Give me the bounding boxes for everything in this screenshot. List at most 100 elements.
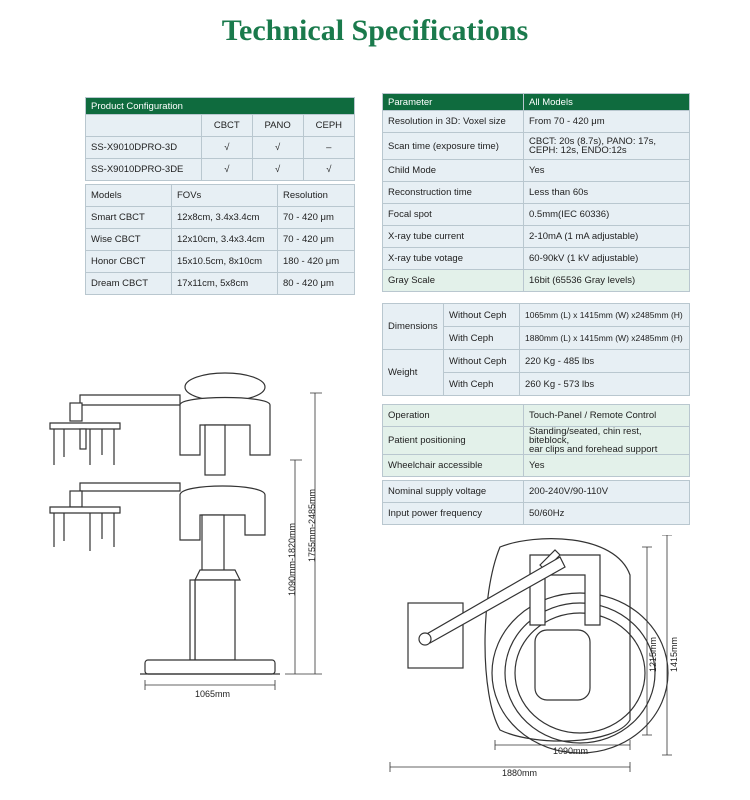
config-model: SS-X9010DPRO-3D	[85, 136, 202, 159]
table-row: Nominal supply voltage 200-240V/90-110V	[382, 480, 690, 503]
param-key: Child Mode	[382, 159, 524, 182]
dim-with-value: 1880mm (L) x 1415mm (W) x2485mm (H)	[519, 326, 690, 350]
product-config-header: Product Configuration	[85, 97, 355, 115]
param-key: Scan time (exposure time)	[382, 132, 524, 160]
fov-resolution: 70 - 420 μm	[277, 228, 355, 251]
param-value-line: CBCT: 20s (8.7s), PANO: 17s,	[529, 136, 657, 147]
fov-value: 15x10.5cm, 8x10cm	[171, 250, 278, 273]
product-configuration-table: Product Configuration CBCT PANO CEPH SS-…	[85, 97, 356, 181]
param-value: 60-90kV (1 kV adjustable)	[523, 247, 690, 270]
col-cbct: CBCT	[201, 114, 253, 137]
table-row: Focal spot 0.5mm(IEC 60336)	[382, 203, 690, 226]
fov-header-resolution: Resolution	[277, 184, 355, 207]
config-check: √	[302, 158, 356, 181]
config-model: SS-X9010DPRO-3DE	[85, 158, 202, 181]
param-value: 0.5mm(IEC 60336)	[523, 203, 690, 226]
without-ceph-label: Without Ceph	[443, 303, 520, 327]
col-ceph: CEPH	[302, 114, 356, 137]
gray-scale-table: Gray Scale 16bit (65536 Gray levels)	[382, 269, 690, 292]
config-check: √	[201, 158, 253, 181]
table-row: Reconstruction time Less than 60s	[382, 181, 690, 204]
config-corner-cell	[85, 114, 202, 137]
op-value: Standing/seated, chin rest, biteblock, e…	[523, 426, 690, 455]
top-inner-width-label: 1090mm	[553, 746, 589, 756]
fov-model: Honor CBCT	[85, 250, 172, 273]
param-value: 2-10mA (1 mA adjustable)	[523, 225, 690, 248]
table-row: Resolution in 3D: Voxel size From 70 - 4…	[382, 110, 690, 133]
dimensions-label: Dimensions	[382, 303, 444, 350]
config-check: √	[251, 136, 304, 159]
without-ceph-label: Without Ceph	[443, 349, 520, 373]
col-pano: PANO	[251, 114, 304, 137]
op-value-line: ear clips and forehead support	[529, 444, 658, 455]
fov-value: 12x10cm, 3.4x3.4cm	[171, 228, 278, 251]
param-key: X-ray tube current	[382, 225, 524, 248]
page-title: Technical Specifications	[221, 14, 529, 47]
top-depth-outer-label: 1415mm	[669, 636, 679, 672]
fov-header-models: Models	[85, 184, 172, 207]
table-row: Operation Touch-Panel / Remote Control	[382, 404, 690, 427]
param-value: Yes	[523, 159, 690, 182]
param-value: CBCT: 20s (8.7s), PANO: 17s, CEPH: 12s, …	[523, 132, 690, 160]
param-key: X-ray tube votage	[382, 247, 524, 270]
op-key: Operation	[382, 404, 524, 427]
fov-resolution: 70 - 420 μm	[277, 206, 355, 229]
fov-model: Dream CBCT	[85, 272, 172, 295]
param-value-line: CEPH: 12s, ENDO:12s	[529, 145, 627, 156]
table-row: Wheelchair accessible Yes	[382, 454, 690, 477]
op-value: Yes	[523, 454, 690, 477]
fov-model: Wise CBCT	[85, 228, 172, 251]
all-models-header: All Models	[523, 93, 690, 111]
config-check: √	[251, 158, 304, 181]
table-row: Patient positioning Standing/seated, chi…	[382, 426, 690, 455]
table-row: SS-X9010DPRO-3DE √ √ √	[85, 158, 356, 181]
dimensions-table: Dimensions Without Ceph 1065mm (L) x 141…	[382, 303, 690, 396]
table-row: Input power frequency 50/60Hz	[382, 502, 690, 525]
op-key: Wheelchair accessible	[382, 454, 524, 477]
side-view-drawing	[49, 372, 322, 690]
power-table: Nominal supply voltage 200-240V/90-110V …	[382, 480, 690, 525]
fov-value: 12x8cm, 3.4x3.4cm	[171, 206, 278, 229]
table-row: SS-X9010DPRO-3D √ √ –	[85, 136, 356, 159]
op-key: Patient positioning	[382, 426, 524, 455]
power-value: 50/60Hz	[523, 502, 690, 525]
fov-resolution: 80 - 420 μm	[277, 272, 355, 295]
param-header: Parameter	[382, 93, 524, 111]
table-row: Dream CBCT 17x11cm, 5x8cm 80 - 420 μm	[85, 272, 355, 295]
side-height-short-label: 1090mm-1820mm	[287, 522, 297, 596]
wt-with-value: 260 Kg - 573 lbs	[519, 372, 690, 396]
with-ceph-label: With Ceph	[443, 326, 520, 350]
fov-table: Models FOVs Resolution Smart CBCT 12x8cm…	[85, 184, 355, 295]
op-value-line: Standing/seated, chin rest, biteblock,	[529, 426, 642, 446]
fov-header-fovs: FOVs	[171, 184, 278, 207]
weight-label: Weight	[382, 349, 444, 396]
config-check: –	[302, 136, 356, 159]
side-width-label: 1065mm	[195, 689, 231, 699]
fov-resolution: 180 - 420 μm	[277, 250, 355, 273]
param-value: Less than 60s	[523, 181, 690, 204]
gray-key: Gray Scale	[382, 269, 524, 292]
gray-value: 16bit (65536 Gray levels)	[523, 269, 690, 292]
dim-without-value: 1065mm (L) x 1415mm (W) x2485mm (H)	[519, 303, 690, 327]
table-row: Honor CBCT 15x10.5cm, 8x10cm 180 - 420 μ…	[85, 250, 355, 273]
top-outer-width-label: 1880mm	[502, 768, 538, 778]
fov-model: Smart CBCT	[85, 206, 172, 229]
param-key: Reconstruction time	[382, 181, 524, 204]
param-key: Resolution in 3D: Voxel size	[382, 110, 524, 133]
wt-without-value: 220 Kg - 485 lbs	[519, 349, 690, 373]
config-check: √	[201, 136, 253, 159]
power-key: Nominal supply voltage	[382, 480, 524, 503]
top-depth-inner-label: 1215mm	[648, 636, 658, 672]
operation-table: Operation Touch-Panel / Remote Control P…	[382, 404, 690, 477]
table-row: Scan time (exposure time) CBCT: 20s (8.7…	[382, 132, 690, 160]
with-ceph-label: With Ceph	[443, 372, 520, 396]
power-key: Input power frequency	[382, 502, 524, 525]
table-row: X-ray tube current 2-10mA (1 mA adjustab…	[382, 225, 690, 248]
table-row: Wise CBCT 12x10cm, 3.4x3.4cm 70 - 420 μm	[85, 228, 355, 251]
param-key: Focal spot	[382, 203, 524, 226]
parameter-table: Parameter All Models Resolution in 3D: V…	[382, 93, 690, 270]
top-view-drawing	[389, 535, 672, 772]
power-value: 200-240V/90-110V	[523, 480, 690, 503]
table-row: Child Mode Yes	[382, 159, 690, 182]
table-row: Smart CBCT 12x8cm, 3.4x3.4cm 70 - 420 μm	[85, 206, 355, 229]
